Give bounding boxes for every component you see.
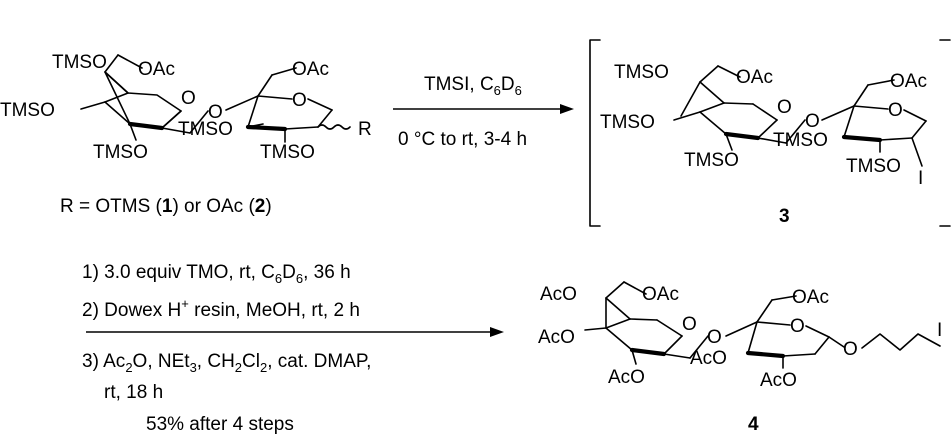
compound-3-structure bbox=[673, 65, 927, 167]
step2-line2: 2) Dowex H+ resin, MeOH, rt, 2 h bbox=[82, 296, 360, 321]
step2-line3: 3) Ac2O, NEt3, CH2Cl2, cat. DMAP, bbox=[82, 351, 371, 375]
tmso-mid-label: TMSO bbox=[178, 119, 233, 140]
c4-aco-left-label: AcO bbox=[538, 327, 575, 348]
step2-line1: 1) 3.0 equiv TMO, rt, C6D6, 36 h bbox=[82, 262, 351, 286]
c4-anomeric-oxygen-label: O bbox=[843, 339, 858, 360]
tmso-bottom-left-label: TMSO bbox=[93, 142, 148, 163]
step1-conditions: 0 °C to rt, 3-4 h bbox=[398, 129, 527, 150]
c3-oac-top-label: OAc bbox=[736, 67, 773, 88]
compound-number-4: 4 bbox=[748, 414, 759, 435]
c3-tmso-mid-label: TMSO bbox=[773, 130, 828, 151]
c3-oac-right-label: OAc bbox=[890, 71, 927, 92]
c3-tmso-bottom-right-label: TMSO bbox=[846, 156, 901, 177]
c4-ring-oxygen-right: O bbox=[790, 316, 805, 337]
c4-aco-mid-label: AcO bbox=[690, 348, 727, 369]
step2-line4: rt, 18 h bbox=[104, 382, 163, 403]
c3-tmso-bottom-left-label: TMSO bbox=[684, 150, 739, 171]
c4-glycosidic-oxygen-label: O bbox=[707, 327, 722, 348]
c3-glycosidic-oxygen-label: O bbox=[805, 111, 820, 132]
c4-ring-oxygen-left: O bbox=[682, 314, 697, 335]
tmso-left-label: TMSO bbox=[0, 100, 55, 121]
c4-iodo-label: I bbox=[937, 320, 942, 341]
ring-oxygen-right: O bbox=[292, 90, 307, 111]
c3-iodo-label: I bbox=[918, 168, 923, 189]
r-group-label: R bbox=[358, 119, 372, 140]
reaction-arrow-step2-head bbox=[490, 327, 504, 337]
c3-ring-oxygen-left: O bbox=[777, 97, 792, 118]
oac-right-label: OAc bbox=[292, 59, 329, 80]
step1-reagents: TMSI, C6D6 bbox=[424, 74, 522, 98]
c4-aco-bottom-left-label: AcO bbox=[608, 367, 645, 388]
c3-tmso-top-label: TMSO bbox=[614, 62, 669, 83]
c4-oac-right-label: OAc bbox=[792, 287, 829, 308]
oac-top-label: OAc bbox=[138, 59, 175, 80]
tmso-bottom-right-label: TMSO bbox=[260, 142, 315, 163]
r-definition: R = OTMS (1) or OAc (2) bbox=[60, 196, 272, 217]
tmso-top-label: TMSO bbox=[52, 52, 107, 73]
c3-ring-oxygen-right: O bbox=[888, 100, 903, 121]
ring-oxygen-left: O bbox=[181, 88, 196, 109]
compound-number-2: 2 bbox=[255, 196, 266, 217]
compound-1-2-structure bbox=[80, 54, 351, 143]
reaction-arrow-step1-head bbox=[560, 104, 574, 114]
compound-4-structure bbox=[584, 281, 941, 369]
bracket-left bbox=[589, 39, 601, 227]
c4-oac-top-label: OAc bbox=[642, 284, 679, 305]
compound-number-1: 1 bbox=[162, 196, 173, 217]
step2-yield: 53% after 4 steps bbox=[146, 414, 294, 435]
glycosidic-oxygen-label: O bbox=[208, 102, 223, 123]
c4-aco-bottom-right-label: AcO bbox=[760, 370, 797, 391]
compound-number-3: 3 bbox=[779, 206, 790, 227]
c3-tmso-left-label: TMSO bbox=[600, 112, 655, 133]
c4-aco-top-label: AcO bbox=[540, 284, 577, 305]
